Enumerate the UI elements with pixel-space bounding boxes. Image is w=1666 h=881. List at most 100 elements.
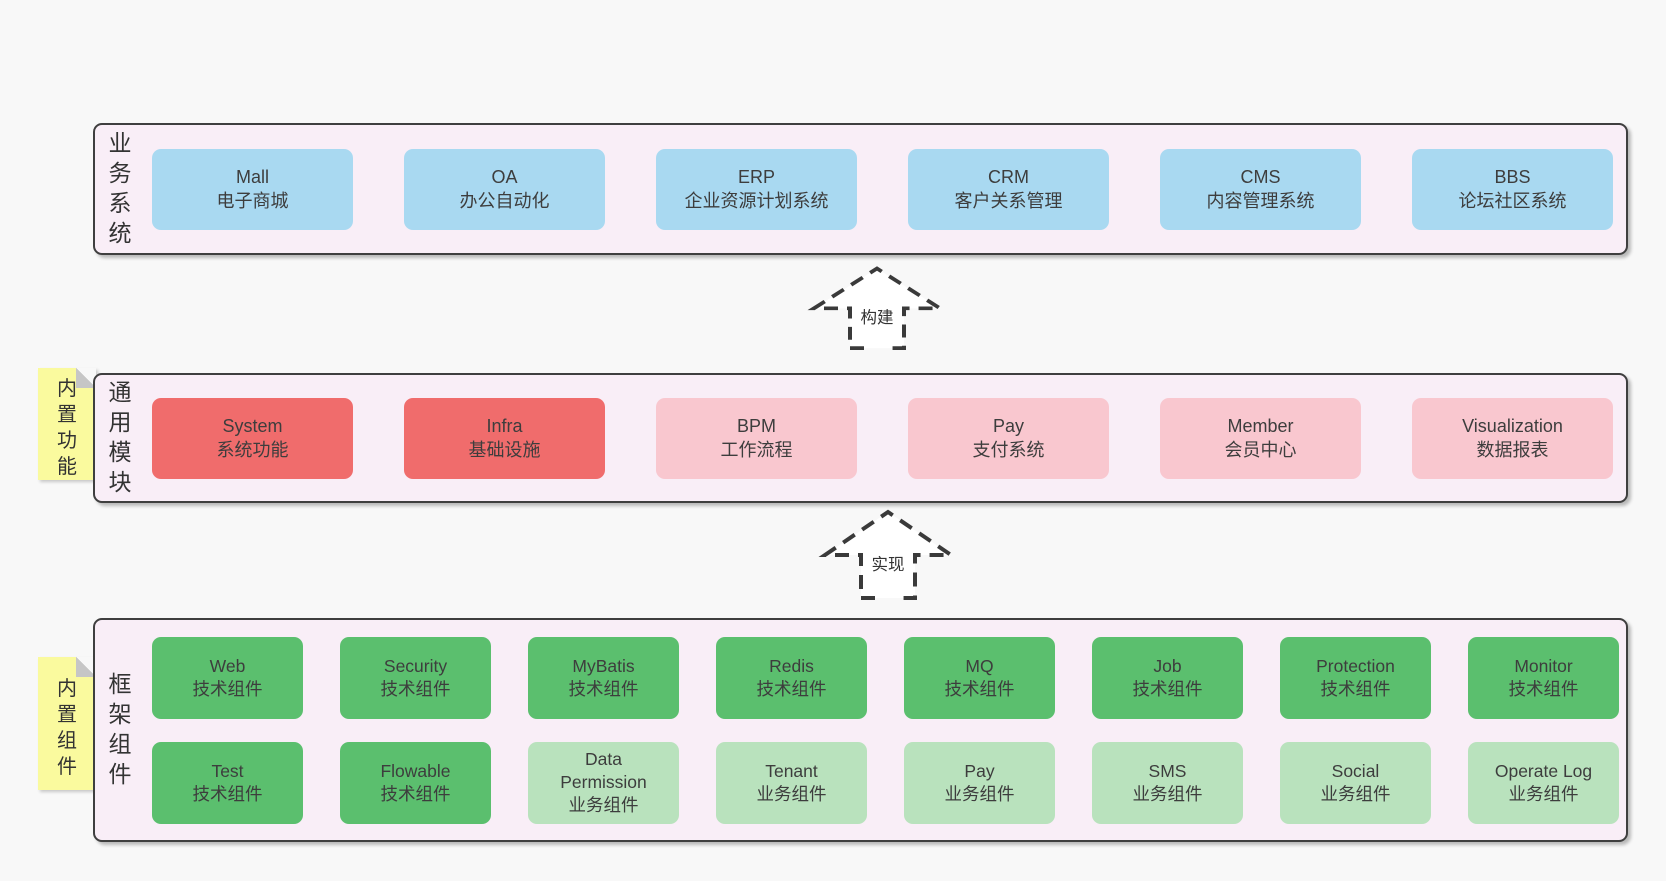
box-sms: SMS 业务组件 <box>1092 741 1243 824</box>
box-mq: MQ 技术组件 <box>904 636 1055 719</box>
components-row-1: Web 技术组件 Security 技术组件 MyBatis 技术组件 Redi… <box>152 636 1619 719</box>
band-label-business-systems: 业务系统 <box>108 130 132 246</box>
box-subtitle: 办公自动化 <box>459 191 550 211</box>
box-visualization: Visualization 数据报表 <box>1412 397 1613 479</box>
box-security: Security 技术组件 <box>340 636 491 719</box>
folded-corner-icon <box>76 368 96 388</box>
box-title: Redis <box>769 655 814 676</box>
box-operate-log: Operate Log 业务组件 <box>1468 741 1619 824</box>
arrow-implement-label: 实现 <box>868 550 908 575</box>
box-title: CRM <box>988 166 1029 187</box>
box-title: BPM <box>736 415 776 436</box>
box-flowable: Flowable 技术组件 <box>340 741 491 824</box>
box-subtitle: 技术组件 <box>192 678 263 699</box>
sticky-note-label: 内置功能 <box>57 378 77 478</box>
folded-corner-icon <box>76 657 96 677</box>
band-business-systems: 业务系统 Mall 电子商城 OA 办公自动化 ERP 企业资源计划系统 CRM… <box>93 123 1628 255</box>
box-title: Infra <box>486 415 523 436</box>
box-title: MyBatis <box>572 655 635 676</box>
box-test: Test 技术组件 <box>152 741 303 824</box>
box-bpm: BPM 工作流程 <box>656 397 857 479</box>
box-title: Data Permission <box>560 749 647 793</box>
box-title: Flowable <box>380 760 451 781</box>
box-subtitle: 内容管理系统 <box>1206 191 1315 211</box>
box-title: BBS <box>1494 166 1531 187</box>
box-subtitle: 业务组件 <box>944 783 1015 804</box>
box-subtitle: 系统功能 <box>216 440 289 460</box>
box-subtitle: 业务组件 <box>1132 783 1203 804</box>
sticky-note-builtin-components: 内置组件 <box>38 657 96 790</box>
box-title: Monitor <box>1514 655 1573 676</box>
box-title: ERP <box>737 166 775 187</box>
box-title: OA <box>491 166 518 187</box>
box-bbs: BBS 论坛社区系统 <box>1412 148 1613 230</box>
band-framework-components: 框架组件 Web 技术组件 Security 技术组件 MyBatis 技术组件… <box>93 618 1628 842</box>
box-mall: Mall 电子商城 <box>152 148 353 230</box>
box-subtitle: 支付系统 <box>972 440 1045 460</box>
box-title: Mall <box>235 166 269 187</box>
box-title: Social <box>1331 760 1380 781</box>
box-redis: Redis 技术组件 <box>716 636 867 719</box>
band-label-framework-components: 框架组件 <box>108 671 132 787</box>
box-pay-component: Pay 业务组件 <box>904 741 1055 824</box>
box-title: CMS <box>1240 166 1281 187</box>
band-common-modules: 通用模块 System 系统功能 Infra 基础设施 BPM 工作流程 Pay… <box>93 373 1628 503</box>
box-member: Member 会员中心 <box>1160 397 1361 479</box>
box-tenant: Tenant 业务组件 <box>716 741 867 824</box>
box-title: System <box>222 415 283 436</box>
box-subtitle: 技术组件 <box>380 783 451 804</box>
arrow-implement: 实现 <box>818 505 958 600</box>
box-title: Member <box>1227 415 1294 436</box>
box-title: Tenant <box>765 760 818 781</box>
box-subtitle: 业务组件 <box>1508 783 1579 804</box>
box-subtitle: 业务组件 <box>1320 783 1391 804</box>
components-row-2: Test 技术组件 Flowable 技术组件 Data Permission … <box>152 741 1619 824</box>
box-protection: Protection 技术组件 <box>1280 636 1431 719</box>
box-subtitle: 工作流程 <box>720 440 793 460</box>
box-title: MQ <box>965 655 994 676</box>
box-title: Visualization <box>1462 415 1563 436</box>
sticky-note-builtin-features: 内置功能 <box>38 368 96 480</box>
box-subtitle: 技术组件 <box>756 678 827 699</box>
box-mybatis: MyBatis 技术组件 <box>528 636 679 719</box>
arrow-build: 构建 <box>807 262 947 350</box>
box-title: Protection <box>1316 655 1395 676</box>
box-subtitle: 技术组件 <box>380 678 451 699</box>
box-subtitle: 业务组件 <box>756 783 827 804</box>
box-title: Operate Log <box>1494 760 1593 781</box>
box-subtitle: 电子商城 <box>216 191 289 211</box>
box-pay: Pay 支付系统 <box>908 397 1109 479</box>
components-rows: Web 技术组件 Security 技术组件 MyBatis 技术组件 Redi… <box>152 636 1619 824</box>
box-subtitle: 技术组件 <box>1320 678 1391 699</box>
box-crm: CRM 客户关系管理 <box>908 148 1109 230</box>
box-subtitle: 技术组件 <box>1508 678 1579 699</box>
box-system: System 系统功能 <box>152 397 353 479</box>
box-web: Web 技术组件 <box>152 636 303 719</box>
box-social: Social 业务组件 <box>1280 741 1431 824</box>
box-title: Security <box>383 655 448 676</box>
modules-box-row: System 系统功能 Infra 基础设施 BPM 工作流程 Pay 支付系统… <box>152 397 1613 479</box>
box-infra: Infra 基础设施 <box>404 397 605 479</box>
box-subtitle: 技术组件 <box>944 678 1015 699</box>
box-erp: ERP 企业资源计划系统 <box>656 148 857 230</box>
box-subtitle: 基础设施 <box>468 440 541 460</box>
box-subtitle: 业务组件 <box>568 794 639 815</box>
arrow-build-label: 构建 <box>857 304 897 329</box>
box-job: Job 技术组件 <box>1092 636 1243 719</box>
box-title: Pay <box>992 415 1025 436</box>
box-subtitle: 企业资源计划系统 <box>684 191 829 211</box>
box-title: Test <box>211 760 244 781</box>
sticky-note-label: 内置组件 <box>57 677 77 778</box>
box-subtitle: 数据报表 <box>1476 440 1549 460</box>
box-title: SMS <box>1148 760 1187 781</box>
box-monitor: Monitor 技术组件 <box>1468 636 1619 719</box>
box-subtitle: 技术组件 <box>1132 678 1203 699</box>
box-title: Pay <box>964 760 995 781</box>
box-subtitle: 论坛社区系统 <box>1458 191 1567 211</box>
box-oa: OA 办公自动化 <box>404 148 605 230</box>
box-subtitle: 技术组件 <box>568 678 639 699</box>
box-data-permission: Data Permission 业务组件 <box>528 741 679 824</box>
box-subtitle: 技术组件 <box>192 783 263 804</box>
box-subtitle: 客户关系管理 <box>954 191 1063 211</box>
